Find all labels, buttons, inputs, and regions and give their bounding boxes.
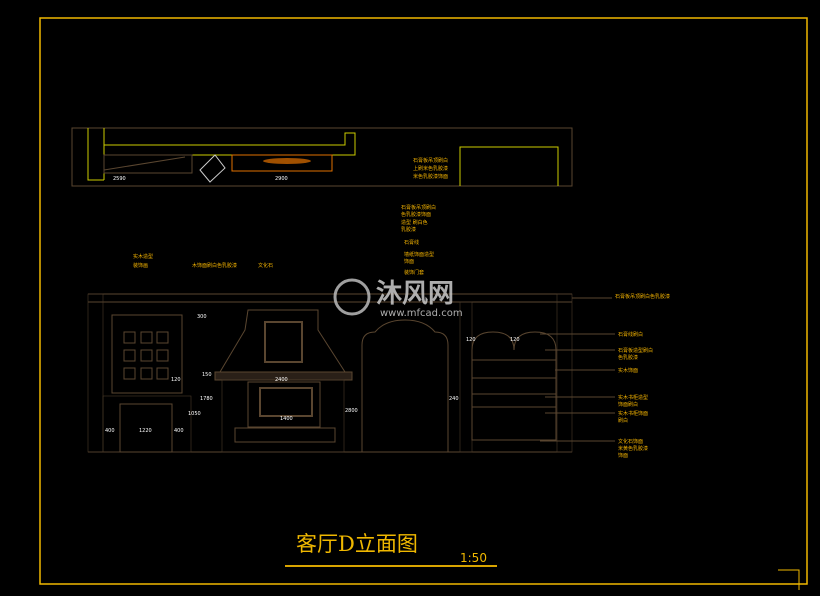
dim-3: 400: [174, 428, 184, 434]
label-top-6: 墙纸饰面造型: [404, 251, 434, 258]
label-left-2: 装饰画: [133, 262, 148, 269]
label-right-9: 刷白: [618, 417, 628, 424]
label-right-1: 石膏板吊顶刷白色乳胶漆: [615, 293, 670, 300]
dim-4: 120: [171, 377, 181, 383]
label-right-2: 石膏线刷白: [618, 331, 643, 338]
label-top-1: 石膏板吊顶刷白: [401, 204, 436, 211]
label-left-4: 文化石: [258, 262, 273, 269]
label-right-6: 实木书柜造型: [618, 394, 648, 401]
label-left-3: 木饰面刷白色乳胶漆: [192, 262, 237, 269]
label-right-3: 石膏板造型刷白: [618, 347, 653, 354]
frame-corner: [778, 569, 800, 590]
dim-14: 240: [449, 396, 459, 402]
label-right-4: 色乳胶漆: [618, 354, 638, 361]
label-top-2: 色乳胶漆饰面: [401, 211, 431, 218]
dim-1: 400: [105, 428, 115, 434]
label-top-4: 乳胶漆: [401, 226, 416, 233]
plan-note-1: 石膏板吊顶刷白: [413, 157, 448, 164]
label-right-5: 实木饰面: [618, 367, 638, 374]
label-top-3: 造型 刷白色: [401, 219, 428, 226]
drawing-frame: [39, 17, 808, 585]
label-right-8: 实木书柜饰面: [618, 410, 648, 417]
watermark-url: www.mfcad.com: [380, 308, 463, 319]
dim-6: 2400: [275, 377, 288, 383]
top-labels: 石膏板吊顶刷白 色乳胶漆饰面 造型 刷白色 乳胶漆 石膏线 墙纸饰面造型 饰面 …: [401, 204, 436, 276]
elevation: 实木造型 装饰画 木饰面刷白色乳胶漆 文化石 石膏板吊顶刷白 色乳胶漆饰面 造型…: [87, 204, 670, 459]
watermark-logo-icon: [333, 278, 371, 316]
label-right-11: 米黄色乳胶漆: [618, 445, 648, 452]
watermark-brand: 沐风网: [376, 279, 454, 309]
dim-8: 1050: [188, 411, 201, 417]
drawing-title: 客厅D立面图: [296, 532, 418, 556]
dim-12: 2800: [345, 408, 358, 414]
label-right-10: 文化石饰面: [618, 438, 643, 445]
ceiling-plan: 2590 2900 石膏板吊顶刷白 上刷米色乳胶漆 米色乳胶漆饰面: [71, 127, 573, 187]
plan-note-2: 上刷米色乳胶漆: [413, 165, 448, 172]
label-right-7: 饰面刷白: [618, 401, 638, 408]
label-top-8: 装饰门套: [404, 269, 424, 276]
panel-wall: [111, 314, 183, 394]
dim-2: 1220: [139, 428, 152, 434]
drawing-scale: 1:50: [460, 551, 487, 565]
dim-16: 120: [510, 337, 520, 343]
wall-painting: [264, 321, 303, 363]
dim-13: 1400: [280, 416, 293, 422]
label-left-1: 实木造型: [133, 253, 153, 260]
dim-15: 120: [466, 337, 476, 343]
plan-dim-1: 2590: [113, 176, 126, 182]
dim-5: 150: [202, 372, 212, 378]
dim-17: 300: [197, 314, 207, 320]
right-labels: 石膏板吊顶刷白色乳胶漆 石膏线刷白 石膏板造型刷白 色乳胶漆 实木饰面 实木书柜…: [615, 293, 670, 459]
dimensions: 400 1220 400 120 2400 1780 1050 1400 280…: [105, 314, 520, 434]
tv: [259, 387, 313, 417]
label-top-7: 饰面: [404, 258, 414, 265]
brick-column-left: [87, 293, 104, 453]
bookcase: [471, 331, 557, 441]
arched-doorway: [361, 319, 449, 452]
label-top-5: 石膏线: [404, 239, 419, 246]
plan-note-3: 米色乳胶漆饰面: [413, 173, 448, 180]
plan-dim-2: 2900: [275, 176, 288, 182]
label-right-12: 饰面: [618, 452, 628, 459]
watermark: 沐风网 www.mfcad.com: [333, 278, 463, 319]
dim-7: 1780: [200, 396, 213, 402]
